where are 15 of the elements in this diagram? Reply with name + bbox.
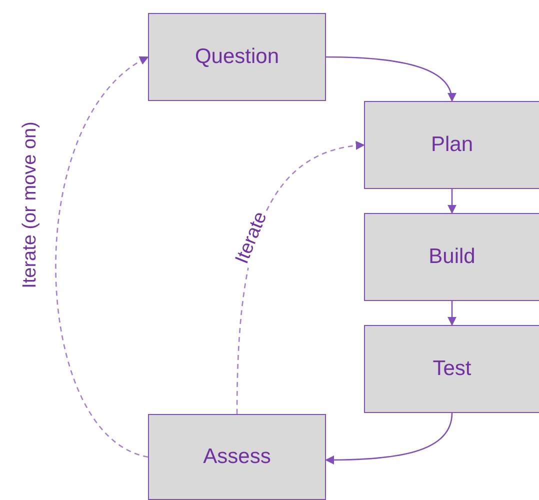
- process-box: [148, 13, 326, 101]
- arrow: [326, 56, 456, 102]
- box-label: Build: [428, 245, 476, 269]
- arrow: [325, 412, 453, 464]
- arrow: [55, 56, 149, 458]
- box-label: Test: [432, 357, 472, 381]
- process-box: [364, 101, 539, 189]
- box-label: Question: [194, 45, 280, 69]
- process-box: [148, 414, 326, 500]
- box-label: Plan: [430, 133, 474, 157]
- box-label: Assess: [203, 445, 271, 469]
- arrow: [447, 189, 457, 214]
- process-box: [364, 325, 539, 413]
- arrow: [447, 301, 457, 326]
- process-box: [364, 213, 539, 301]
